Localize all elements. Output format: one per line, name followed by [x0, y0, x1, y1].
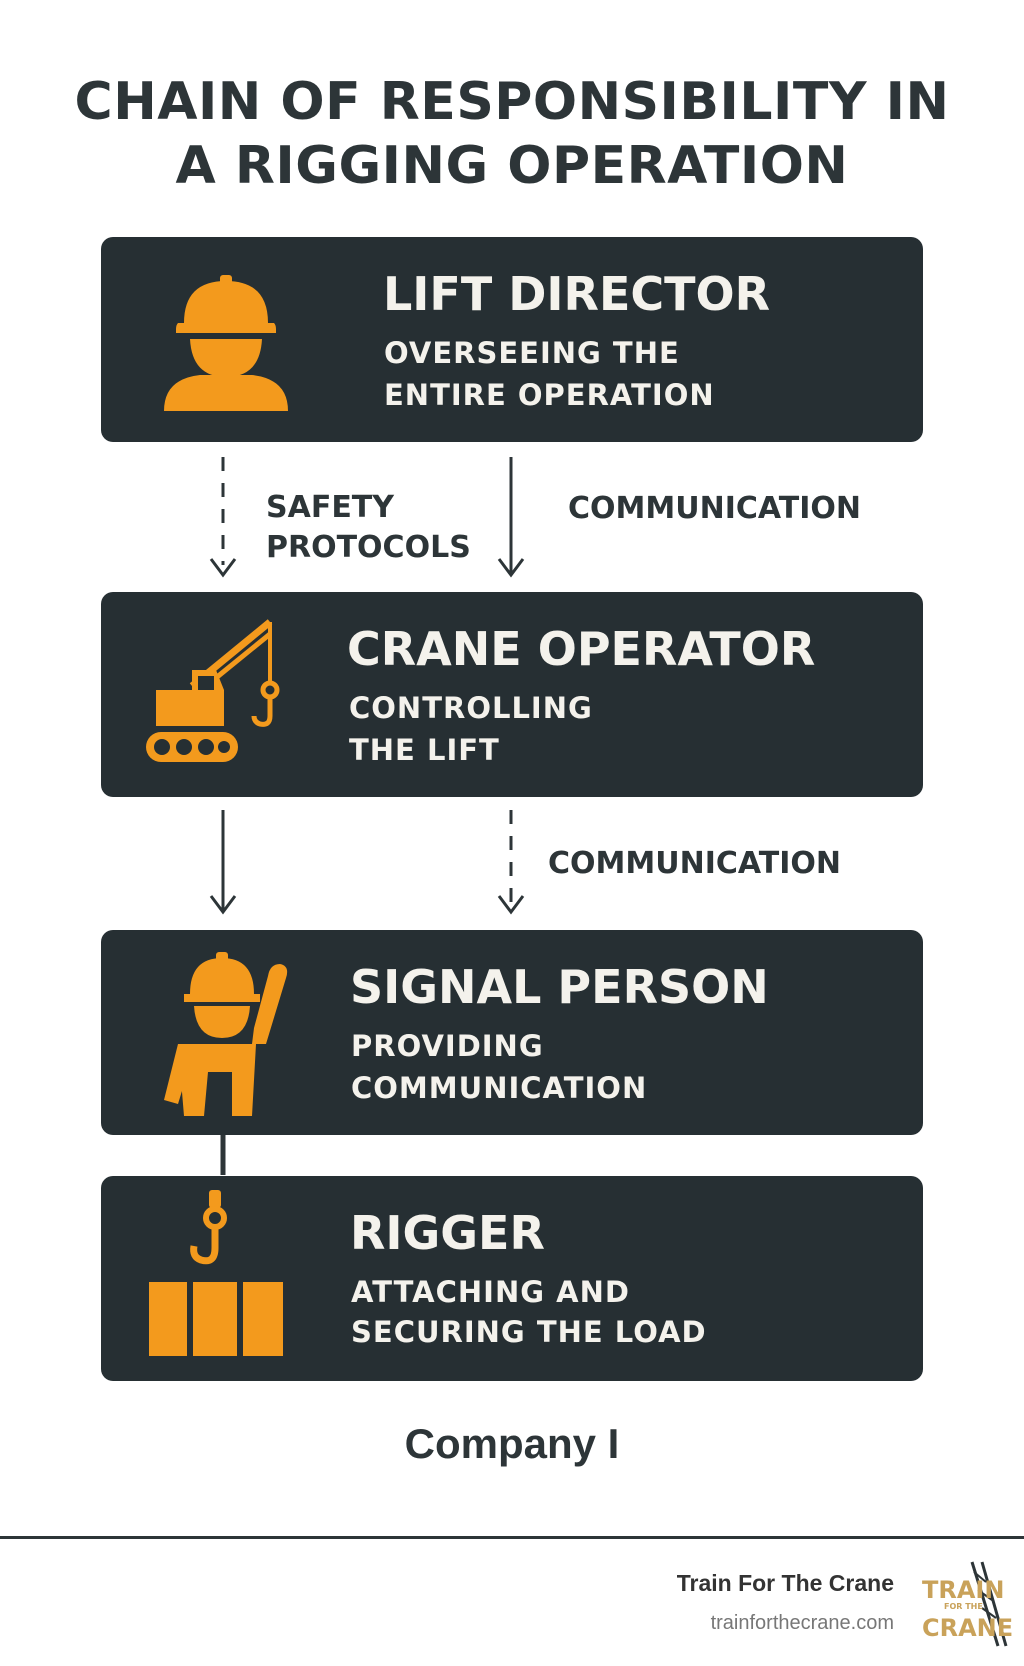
role-card-lift-director: LIFT DIRECTOR OVERSEEING THE ENTIRE OPER… [101, 237, 923, 442]
dashed-arrow-safety [209, 457, 237, 578]
role-desc-line-2: THE LIFT [349, 733, 500, 767]
role-desc-line-2: SECURING THE LOAD [351, 1315, 707, 1349]
connector-line [220, 1135, 226, 1175]
role-card-signal-person: SIGNAL PERSON PROVIDING COMMUNICATION [101, 930, 923, 1135]
solid-arrow-communication [497, 457, 525, 578]
dashed-arrow-communication [497, 810, 525, 915]
role-desc-line-2: ENTIRE OPERATION [384, 378, 715, 412]
company-label: Company I [404, 1420, 620, 1467]
brand-name: Train For The Crane [676, 1570, 894, 1596]
logo-word-bottom: CRANE [922, 1614, 1014, 1642]
solid-arrow-down [209, 810, 237, 915]
hard-hat-person-icon [164, 275, 288, 411]
crane-logo-icon [970, 1561, 1008, 1647]
title-line-2: A RIGGING OPERATION [175, 136, 849, 196]
flow-label-safety-line-1: SAFETY [266, 490, 394, 525]
footer-divider [0, 1536, 1024, 1539]
role-desc-line-1: ATTACHING AND [351, 1275, 630, 1309]
hook-load-icon [149, 1190, 283, 1356]
crane-icon [146, 619, 280, 762]
flow-label-communication-2: COMMUNICATION [548, 846, 841, 881]
role-card-rigger: RIGGER ATTACHING AND SECURING THE LOAD [101, 1176, 923, 1381]
role-title: SIGNAL PERSON [350, 960, 769, 1014]
flow-label-safety-line-2: PROTOCOLS [266, 530, 471, 565]
title-line-1: CHAIN OF RESPONSIBILITY IN [74, 72, 950, 132]
role-desc-line-2: COMMUNICATION [351, 1071, 648, 1105]
role-desc-line-1: CONTROLLING [349, 691, 593, 725]
role-title: CRANE OPERATOR [347, 622, 816, 676]
flow-label-communication: COMMUNICATION [568, 491, 861, 526]
role-title: LIFT DIRECTOR [383, 267, 771, 321]
brand-url[interactable]: trainforthecrane.com [710, 1612, 894, 1634]
waving-worker-icon [164, 952, 288, 1116]
brand-logo: TRAIN FOR THE CRANE [918, 1560, 1013, 1648]
logo-word-top: TRAIN [922, 1576, 1005, 1604]
role-desc-line-1: PROVIDING [351, 1029, 544, 1063]
role-card-crane-operator: CRANE OPERATOR CONTROLLING THE LIFT [101, 592, 923, 797]
logo-word-mid: FOR THE [944, 1602, 983, 1611]
page-title: CHAIN OF RESPONSIBILITY IN A RIGGING OPE… [40, 70, 984, 198]
role-title: RIGGER [350, 1206, 545, 1260]
role-desc-line-1: OVERSEEING THE [384, 336, 680, 370]
